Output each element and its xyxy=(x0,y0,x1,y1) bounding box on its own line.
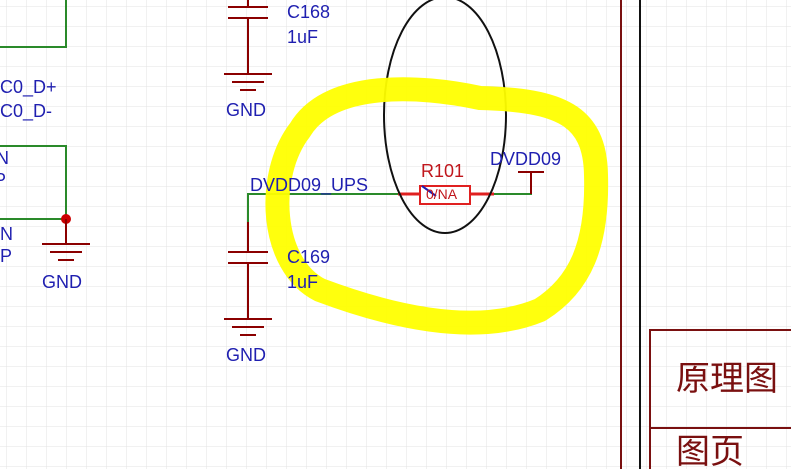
annotation-ellipse xyxy=(383,0,507,234)
gnd-label-left: GND xyxy=(42,272,82,292)
c169-refdes[interactable]: C169 xyxy=(287,247,331,267)
gnd-label-bottom: GND xyxy=(226,345,266,365)
pin-label-p1: P xyxy=(0,170,7,190)
title-block-frame xyxy=(649,329,791,474)
connector-wire-top xyxy=(0,0,67,48)
connector-wire-mid xyxy=(0,145,67,220)
ground-symbol-top xyxy=(224,73,272,91)
c169-value[interactable]: 1uF xyxy=(287,272,319,292)
c168-refdes[interactable]: C168 xyxy=(287,2,331,22)
net-label-dp: C0_D+ xyxy=(0,77,57,97)
r101-refdes[interactable]: R101 xyxy=(421,161,465,181)
pin-label-n1: N xyxy=(0,148,9,168)
net-label-dm: C0_D- xyxy=(0,101,53,121)
r101-value[interactable]: 0/NA xyxy=(426,186,458,202)
capacitor-c169 xyxy=(228,222,268,319)
title-block-title: 原理图 xyxy=(676,359,778,399)
net-label-dvdd09[interactable]: DVDD09 xyxy=(490,149,562,169)
ground-symbol-bottom xyxy=(224,318,272,336)
capacitor-c168 xyxy=(228,0,268,74)
pin-label-p2: P xyxy=(0,246,13,266)
c168-value[interactable]: 1uF xyxy=(287,27,319,47)
highlight-loop xyxy=(265,77,609,335)
ground-symbol-left xyxy=(42,219,90,261)
pin-label-n2: N xyxy=(0,224,13,244)
net-label-dvdd09-ups[interactable]: DVDD09_UPS xyxy=(250,175,369,195)
power-port-dvdd09 xyxy=(518,171,544,194)
gnd-label-top: GND xyxy=(226,100,266,120)
title-block-page: 图页 xyxy=(676,432,744,472)
